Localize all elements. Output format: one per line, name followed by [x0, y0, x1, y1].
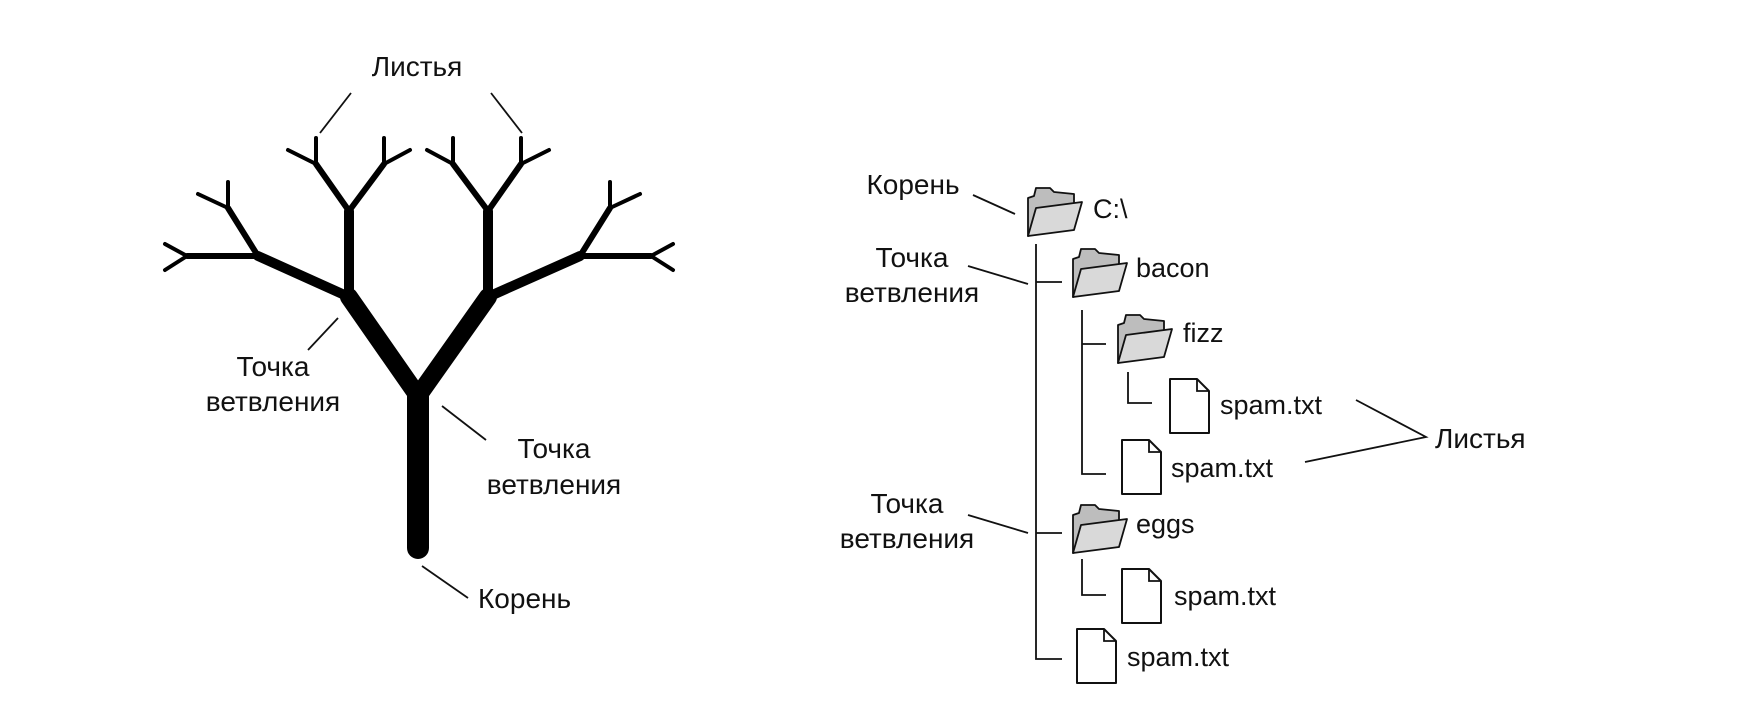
folder-name-fizz[interactable]: fizz	[1183, 318, 1224, 348]
file-icon[interactable]	[1169, 378, 1210, 434]
tree-twig	[577, 205, 654, 259]
natural-tree	[163, 136, 675, 559]
file-name-fizz-spam[interactable]: spam.txt	[1220, 390, 1323, 420]
left-branch-point-label-line1: Точка	[237, 351, 310, 382]
tree-twig	[184, 205, 261, 259]
tree-main-branch-left	[340, 288, 427, 405]
right-branch-point-bottom-line2: ветвления	[840, 523, 974, 554]
right-root-label: Корень	[866, 169, 959, 200]
tree-twig	[450, 161, 524, 214]
tree-leaf-tip	[649, 242, 675, 272]
file-name-eggs-spam[interactable]: spam.txt	[1174, 581, 1277, 611]
tree-leaf-tip	[196, 180, 230, 210]
right-leader-lines	[967, 194, 1429, 534]
right-branch-point-bottom-line1: Точка	[871, 488, 944, 519]
file-icon[interactable]	[1076, 628, 1117, 684]
file-name-bacon-spam[interactable]: spam.txt	[1171, 453, 1274, 483]
folder-icon[interactable]	[1072, 504, 1128, 554]
tree-leaf-tip	[163, 242, 189, 272]
file-icon[interactable]	[1121, 439, 1162, 495]
folder-icon[interactable]	[1027, 187, 1083, 237]
folder-icon[interactable]	[1072, 248, 1128, 298]
right-branch-point-top-line2: ветвления	[845, 277, 979, 308]
tree-leaf-tip	[382, 136, 412, 166]
tree-main-branch-right	[409, 288, 497, 405]
left-leaves-label: Листья	[372, 51, 463, 82]
right-branch-point-top-line1: Точка	[876, 242, 949, 273]
tree-leaf-tip	[608, 180, 642, 210]
tree-branch	[253, 251, 354, 302]
folder-name-root[interactable]: C:\	[1093, 194, 1128, 224]
folder-name-eggs[interactable]: eggs	[1136, 509, 1195, 539]
tree-leaf-tip	[286, 136, 318, 166]
tree-leaf-tip	[519, 136, 551, 166]
left-leader-lines	[307, 92, 523, 599]
center-branch-point-label-line1: Точка	[518, 433, 591, 464]
file-icon[interactable]	[1121, 568, 1162, 624]
folder-icon[interactable]	[1117, 314, 1173, 364]
tree-branch	[483, 251, 585, 302]
left-branch-point-label-line2: ветвления	[206, 386, 340, 417]
left-root-label: Корень	[478, 583, 571, 614]
center-branch-point-label-line2: ветвления	[487, 469, 621, 500]
tree-twig	[313, 161, 387, 214]
folder-tree-connectors	[1035, 244, 1152, 660]
right-leaves-label: Листья	[1435, 423, 1526, 454]
tree-leaf-tip	[425, 136, 455, 166]
folder-name-bacon[interactable]: bacon	[1136, 253, 1210, 283]
file-name-root-spam[interactable]: spam.txt	[1127, 642, 1230, 672]
